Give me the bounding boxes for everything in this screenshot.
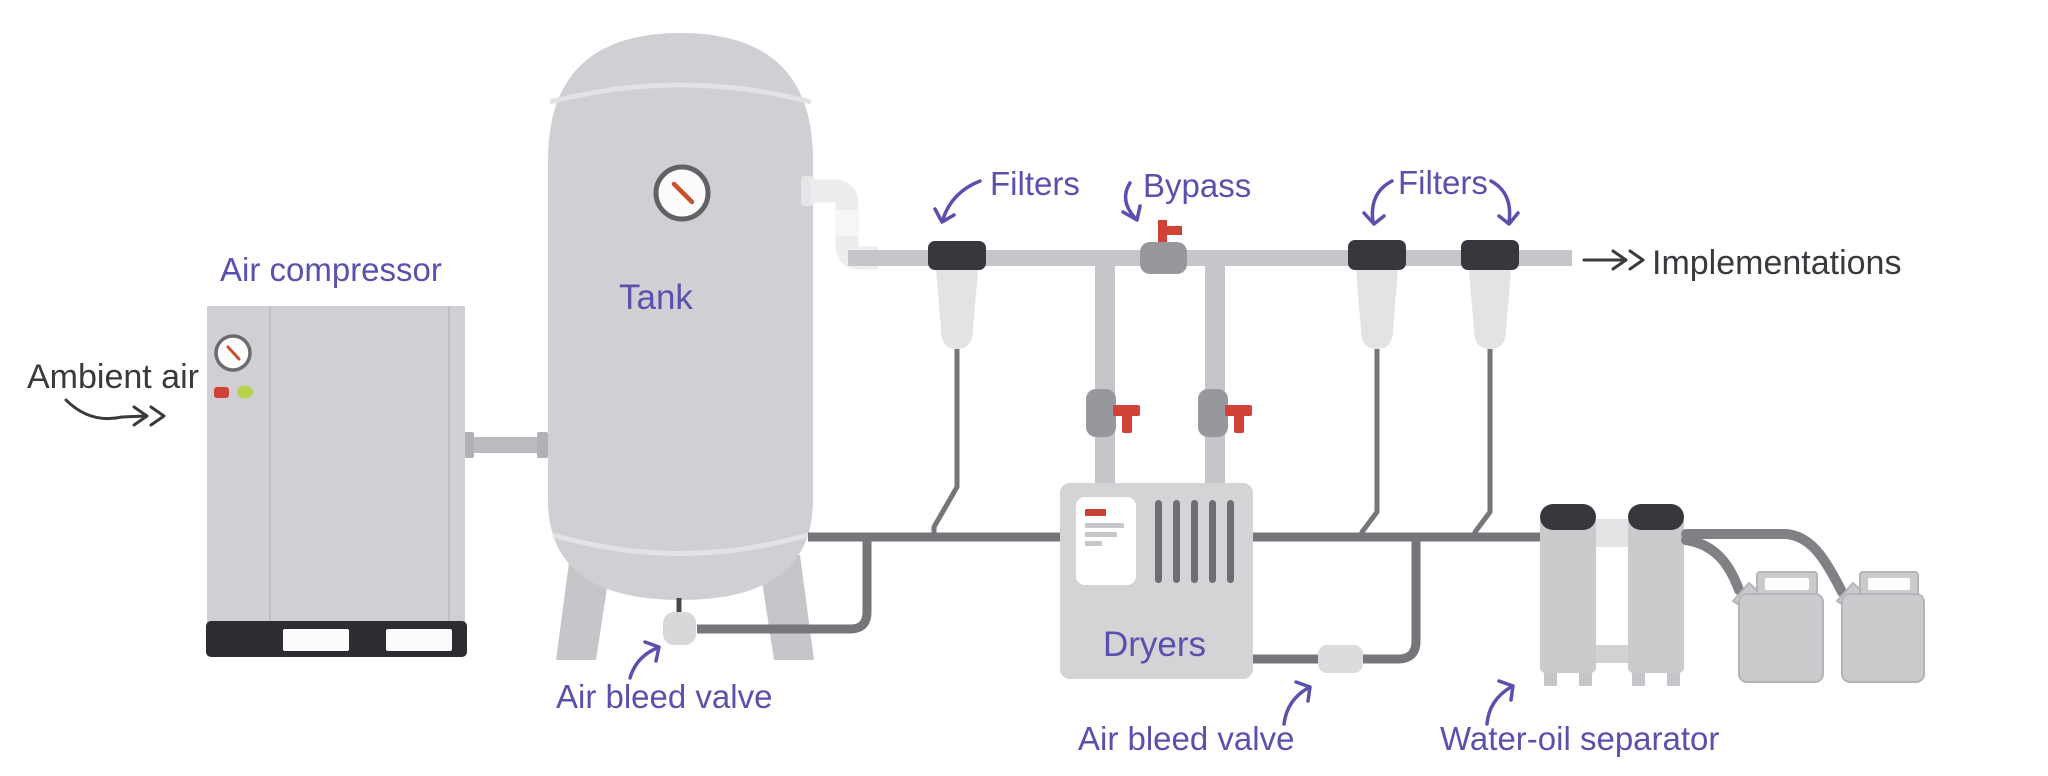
separator-bridge-bottom: [1590, 645, 1632, 663]
dryers-unit: Dryers: [1060, 483, 1253, 679]
filter-drain-line: [1472, 349, 1493, 540]
panel-text-line: [1085, 532, 1117, 537]
bypass-valve: [1140, 220, 1187, 274]
gauge-needle: [226, 345, 241, 361]
hose: [1681, 535, 1744, 595]
filters-right-label: Filters: [1398, 164, 1488, 201]
pipe-flange: [537, 432, 548, 458]
filter-bowl: [1469, 270, 1511, 349]
bypass-label: Bypass: [1143, 167, 1251, 204]
separator-cartridge: [1540, 516, 1596, 673]
vent-slat: [1209, 500, 1216, 583]
dryer-air-bleed-valve: [1318, 645, 1363, 673]
valve-body: [1198, 389, 1228, 437]
vent-slat: [1191, 500, 1198, 583]
implementations-arrow-icon: [1582, 249, 1645, 271]
pipe-segment: [458, 437, 550, 453]
water-oil-separator-label: Water-oil separator: [1440, 720, 1719, 757]
filter-1: [928, 241, 986, 349]
canister-handle-hole: [1868, 578, 1910, 590]
canister-body: [1738, 593, 1824, 683]
tank-leg: [758, 555, 814, 660]
filter-3: [1348, 240, 1406, 349]
dryer-drain-pipe: [1252, 535, 1421, 664]
panel-red-line: [1085, 509, 1106, 516]
green-indicator-button: [237, 385, 253, 399]
tank-body: [548, 33, 813, 600]
filter-head: [928, 241, 986, 270]
canister-body: [1841, 593, 1925, 683]
vent-slat: [1155, 500, 1162, 583]
valve-handle-stem: [1234, 413, 1244, 433]
separator-cartridge: [1628, 516, 1684, 673]
separator-bridge-top: [1590, 519, 1632, 547]
tank-drain-pipe: [697, 533, 872, 634]
base-slot: [386, 629, 452, 651]
red-indicator-button: [214, 387, 229, 398]
filter-head: [1348, 240, 1406, 270]
canister-handle-hole: [1765, 578, 1809, 590]
vent-slat: [1227, 500, 1234, 583]
filter-head: [1461, 240, 1519, 270]
elbow-collar: [835, 210, 859, 236]
filter-drain-line: [931, 349, 960, 540]
ambient-air-arrow-icon: [64, 398, 166, 427]
filter-bowl: [1356, 270, 1398, 349]
valve-handle-stem: [1122, 413, 1132, 433]
hose: [1681, 529, 1847, 597]
air-compressor-label: Air compressor: [220, 251, 442, 288]
filters-right-arrow-right-icon: [1489, 179, 1520, 226]
filter-4: [1461, 240, 1519, 349]
filters-left-arrow-icon: [933, 179, 982, 224]
valve-body: [1086, 389, 1116, 437]
filters-right-arrow-left-icon: [1362, 179, 1394, 226]
bleed-valve-body: [663, 612, 696, 645]
air-bleed-valve-dryers-arrow-icon: [1282, 680, 1312, 726]
filter-bowl: [936, 270, 978, 349]
compressor-tank-pipe: [458, 432, 550, 458]
water-oil-separator: [1540, 504, 1684, 686]
air-bleed-valve-tank-arrow-icon: [628, 640, 661, 680]
tank-label: Tank: [619, 278, 693, 317]
valve-handle-bar: [1158, 226, 1182, 235]
filter-drain-line: [1359, 349, 1380, 540]
bypass-arrow-icon: [1121, 181, 1142, 222]
dryer-shutoff-valve-2: [1198, 389, 1252, 437]
dryer-shutoff-valve-1: [1086, 389, 1140, 437]
dryer-inlet-pipe: [1095, 258, 1115, 484]
ambient-air-label: Ambient air: [27, 358, 199, 396]
tank-air-bleed-valve: [663, 598, 696, 645]
base-slot: [283, 629, 349, 651]
tank-highlight-top: [549, 82, 812, 105]
collection-canister-2: [1835, 571, 1925, 683]
filters-left-label: Filters: [990, 165, 1080, 202]
bypass-valve-body: [1140, 242, 1187, 274]
separator-discharge-hoses: [1681, 529, 1847, 597]
dryer-inlet-pipe: [1205, 258, 1225, 484]
air-tank: [548, 33, 814, 660]
separator-cap: [1628, 504, 1684, 530]
dryer-label-panel: [1076, 497, 1136, 585]
dryers-label: Dryers: [1103, 625, 1206, 664]
pipe-flange: [463, 432, 474, 458]
air-bleed-valve-dryers-label: Air bleed valve: [1078, 720, 1294, 757]
panel-text-line: [1085, 523, 1124, 528]
air-bleed-valve-tank-label: Air bleed valve: [556, 678, 772, 715]
separator-cap: [1540, 504, 1596, 530]
collection-canister-1: [1731, 571, 1824, 683]
air-compressor: [206, 306, 467, 657]
gauge-needle: [671, 181, 695, 205]
vent-slat: [1173, 500, 1180, 583]
valve-handle-bar: [1113, 405, 1140, 416]
tank-highlight-bottom: [552, 532, 809, 556]
water-oil-separator-arrow-icon: [1485, 679, 1515, 726]
implementations-label: Implementations: [1652, 244, 1901, 282]
panel-text-line: [1085, 541, 1102, 546]
valve-handle-bar: [1225, 405, 1252, 416]
